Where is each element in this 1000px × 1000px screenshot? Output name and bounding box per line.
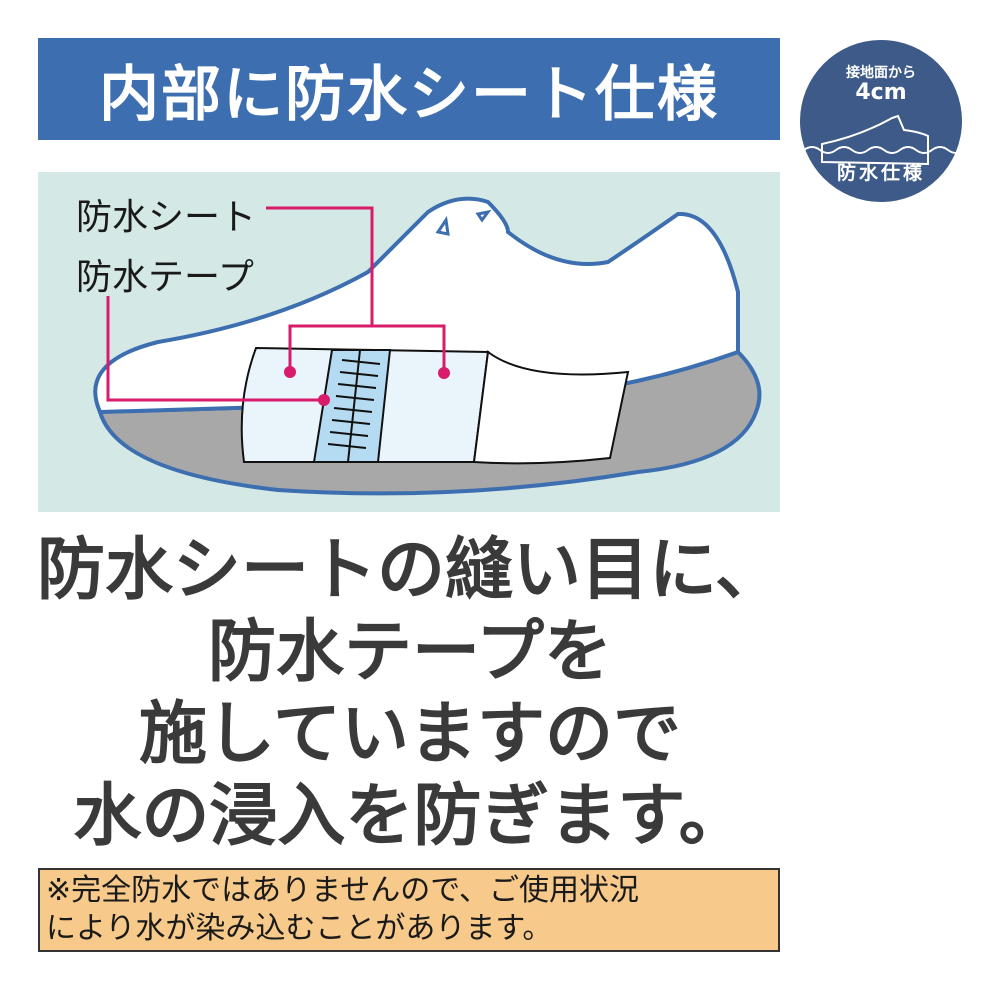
- note-line-2: により水が染み込むことがあります。: [46, 911, 553, 946]
- badge-line3: 防水仕様: [836, 162, 925, 184]
- label-waterproof-tape: 防水テープ: [76, 257, 254, 298]
- badge-line1: 接地面から: [846, 65, 916, 81]
- shoe-illustration: 防水シート 防水テープ: [38, 172, 780, 512]
- main-line-1: 防水シートの縫い目に、: [37, 531, 783, 610]
- label-waterproof-sheet: 防水シート: [76, 197, 257, 238]
- badge-height: 4cm: [855, 80, 907, 105]
- title-banner: 内部に防水シート仕様: [38, 38, 780, 140]
- disclaimer-note: ※完全防水ではありませんので、ご使用状況 により水が染み込むことがあります。: [38, 868, 780, 952]
- shoe-in-water-icon: [803, 114, 962, 166]
- main-line-3: 施していますので: [139, 695, 681, 774]
- main-description: 防水シートの縫い目に、 防水テープを 施していますので 水の浸入を防ぎます。: [0, 530, 820, 858]
- shoe-cross-section-icon: [93, 196, 762, 496]
- note-line-1: ※完全防水ではありませんので、ご使用状況: [46, 873, 640, 908]
- main-line-2: 防水テープを: [208, 613, 612, 692]
- page-title: 内部に防水シート仕様: [99, 59, 719, 130]
- waterproof-badge: 接地面から 4cm 防水仕様: [800, 40, 962, 202]
- main-line-4: 水の浸入を防ぎます。: [73, 777, 747, 856]
